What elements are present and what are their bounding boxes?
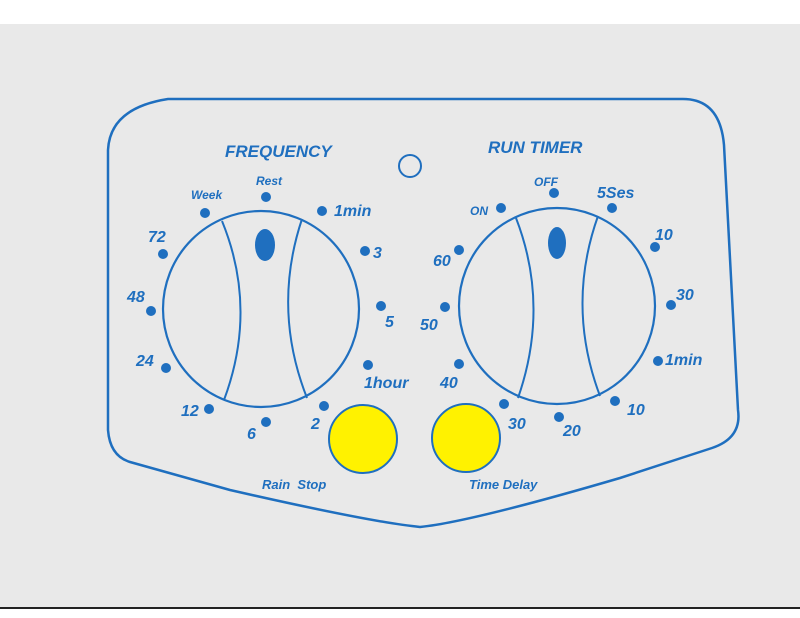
rain-stop-label: Rain Stop <box>262 477 326 492</box>
frequency-label-24: 24 <box>135 353 154 370</box>
run-timer-dial-ring[interactable] <box>457 206 657 406</box>
run-timer-dot-5ses <box>607 203 617 213</box>
run-timer-label-30b: 30 <box>508 416 526 433</box>
frequency-knob-left-edge <box>221 220 242 401</box>
frequency-dot-5 <box>376 301 386 311</box>
frequency-pointer-icon <box>255 229 275 261</box>
run-timer-pointer-icon <box>548 227 566 259</box>
frequency-dot-1min <box>317 206 327 216</box>
frequency-label-2: 2 <box>310 416 320 433</box>
time-delay-label: Time Delay <box>469 477 538 492</box>
rain-stop-button[interactable] <box>328 404 398 474</box>
run-timer-label-20: 20 <box>562 423 581 440</box>
frequency-dot-1hour <box>363 360 373 370</box>
run-timer-label-off: OFF <box>534 175 559 189</box>
frequency-dial-ring[interactable] <box>161 209 361 409</box>
run-timer-title: RUN TIMER <box>488 138 583 157</box>
frequency-label-3: 3 <box>373 245 382 262</box>
run-timer-label-40: 40 <box>439 375 458 392</box>
run-timer-dot-60 <box>454 245 464 255</box>
run-timer-dot-1min <box>653 356 663 366</box>
frequency-label-48: 48 <box>126 289 145 306</box>
run-timer-label-30a: 30 <box>676 287 694 304</box>
run-timer-label-10b: 10 <box>627 402 645 419</box>
frequency-knob-right-edge <box>287 218 308 399</box>
run-timer-label-10a: 10 <box>655 227 673 244</box>
frequency-label-1hour: 1hour <box>364 375 409 392</box>
frequency-label-rest: Rest <box>256 174 283 188</box>
run-timer-dot-30b <box>499 399 509 409</box>
run-timer-dot-10a <box>650 242 660 252</box>
frequency-dot-3 <box>360 246 370 256</box>
run-timer-label-60: 60 <box>433 253 451 270</box>
frequency-dot-rest <box>261 192 271 202</box>
frequency-dot-week <box>200 208 210 218</box>
run-timer-label-5ses: 5Ses <box>597 185 634 202</box>
frequency-dot-72 <box>158 249 168 259</box>
panel-outline <box>106 97 740 529</box>
run-timer-knob-right-edge <box>581 215 601 397</box>
run-timer-dot-40 <box>454 359 464 369</box>
time-delay-button[interactable] <box>431 403 501 473</box>
run-timer-dot-50 <box>440 302 450 312</box>
frequency-label-week: Week <box>191 188 223 202</box>
frequency-dot-24 <box>161 363 171 373</box>
frequency-label-5: 5 <box>385 314 395 331</box>
run-timer-knob-left-edge <box>515 217 535 399</box>
frequency-dial[interactable] <box>161 209 361 409</box>
run-timer-dot-on <box>496 203 506 213</box>
frequency-dot-2 <box>319 401 329 411</box>
background-band <box>0 24 800 607</box>
frequency-label-12: 12 <box>181 403 199 420</box>
run-timer-dot-10b <box>610 396 620 406</box>
bottom-rule <box>0 607 800 618</box>
frequency-label-6: 6 <box>247 426 256 443</box>
mounting-hole <box>398 154 422 178</box>
run-timer-dial[interactable] <box>457 206 657 406</box>
frequency-label-1min: 1min <box>334 203 372 220</box>
run-timer-dot-20 <box>554 412 564 422</box>
run-timer-dot-off <box>549 188 559 198</box>
run-timer-dot-30a <box>666 300 676 310</box>
run-timer-label-1min: 1min <box>665 352 703 369</box>
frequency-title: FREQUENCY <box>225 142 333 161</box>
frequency-label-72: 72 <box>148 229 166 246</box>
run-timer-label-50: 50 <box>420 317 438 334</box>
frequency-dot-6 <box>261 417 271 427</box>
run-timer-label-on: ON <box>470 204 488 218</box>
frequency-dot-12 <box>204 404 214 414</box>
frequency-dot-48 <box>146 306 156 316</box>
